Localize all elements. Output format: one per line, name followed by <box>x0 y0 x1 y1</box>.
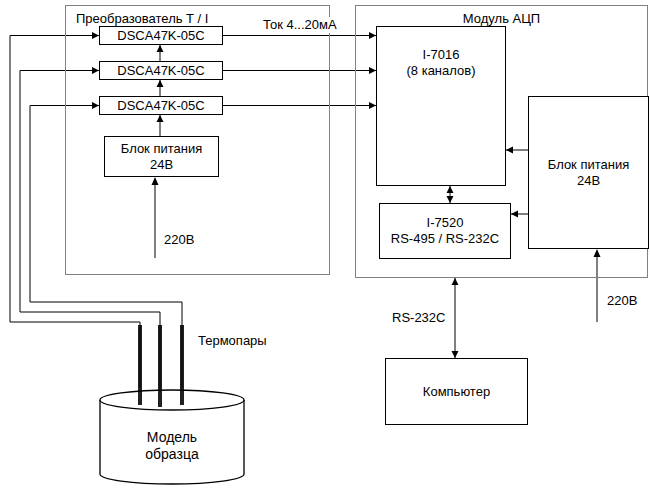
connector-line <box>223 35 376 36</box>
arrow-head <box>447 186 454 193</box>
connector <box>511 211 528 218</box>
node-text: I-7016 <box>423 47 460 63</box>
connector <box>447 186 454 203</box>
edge-label: Ток 4...20мА <box>261 17 339 33</box>
arrow-head <box>369 102 376 109</box>
adc-box: I-7016(8 каналов) <box>376 26 506 186</box>
connector <box>452 278 459 358</box>
node-text: DSCA47K-05C <box>117 28 204 44</box>
node-text: DSCA47K-05C <box>117 63 204 79</box>
connector-line <box>20 71 160 389</box>
arrow-head <box>157 45 164 52</box>
connector <box>223 67 376 74</box>
connector <box>157 45 164 61</box>
power-input-arrow <box>152 177 159 258</box>
node-text: (8 каналов) <box>407 63 476 79</box>
node-text: I-7520 <box>427 215 464 231</box>
arrow-head <box>506 147 513 154</box>
arrow-head <box>452 278 459 285</box>
arrow-head <box>157 115 164 122</box>
arrow-head <box>369 67 376 74</box>
power-supply-box: Блок питания 24В <box>104 136 219 177</box>
arrow-head <box>157 80 164 87</box>
converter-module: DSCA47K-05C <box>99 61 223 80</box>
arrow-head <box>369 32 376 39</box>
thermocouple-label: Термопары <box>196 333 269 349</box>
arrow-head <box>92 67 99 74</box>
arrow-head <box>447 196 454 203</box>
group-heading: Модуль АЦП <box>356 6 647 26</box>
connector <box>157 115 164 136</box>
connector <box>223 32 376 39</box>
connector <box>223 102 376 109</box>
arrow-head <box>92 102 99 109</box>
converter-module: DSCA47K-05C <box>99 96 223 115</box>
connector <box>20 67 160 388</box>
arrow-head <box>511 211 518 218</box>
node-text: Блок питания 24В <box>116 141 208 172</box>
voltage-label: 220В <box>162 232 196 248</box>
sample-cylinder: Модель образца <box>98 388 246 486</box>
computer-box: Компьютер <box>385 358 528 425</box>
node-text: RS-495 / RS-232C <box>391 231 499 247</box>
connector <box>157 80 164 96</box>
converter-module: DSCA47K-05C <box>99 26 223 45</box>
interface-converter-box: I-7520RS-495 / RS-232C <box>379 203 511 259</box>
node-text: DSCA47K-05C <box>117 98 204 114</box>
power-input-arrow <box>594 249 601 322</box>
arrow-head <box>92 32 99 39</box>
voltage-label: 220В <box>605 293 639 309</box>
power-supply-box: Блок питания 24В <box>528 96 649 249</box>
thermocouple-probes <box>138 325 184 407</box>
arrow-head <box>452 351 459 358</box>
edge-label: RS-232C <box>390 310 447 326</box>
node-text: Модель образца <box>132 429 212 463</box>
converter-housing: Преобразователь T / I DSCA47K-05C DSCA47K-… <box>65 5 330 275</box>
adc-module-housing: Модуль АЦПI-7016(8 каналов)Блок питания … <box>355 5 648 278</box>
connector-line <box>223 70 376 71</box>
connector <box>506 147 528 154</box>
connector-line <box>455 278 456 358</box>
connector-line <box>223 105 376 106</box>
group-heading: Преобразователь T / I <box>66 6 208 26</box>
node-text: Блок питания 24В <box>543 157 635 188</box>
node-text: Компьютер <box>423 384 490 400</box>
